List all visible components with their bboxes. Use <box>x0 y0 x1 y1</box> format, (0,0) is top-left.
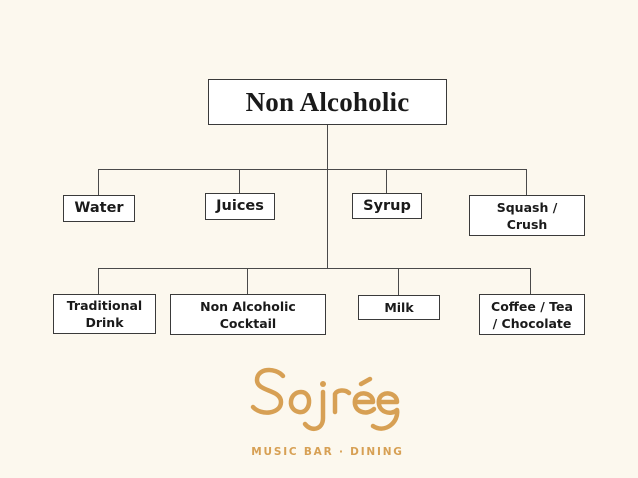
brand-tagline: MUSIC BAR · DINING <box>251 446 404 458</box>
connector-milk <box>398 268 399 295</box>
connector-level-2-bar <box>98 268 531 269</box>
node-coffee-tea-chocolate: Coffee / Tea / Chocolate <box>479 294 585 335</box>
node-non-alcoholic: Non Alcoholic <box>208 79 447 125</box>
node-coffee-tea-chocolate-label: Coffee / Tea / Chocolate <box>491 298 573 331</box>
soiree-logo-mark <box>250 367 400 432</box>
node-non-alcoholic-cocktail-label: Non Alcoholic Cocktail <box>200 298 296 331</box>
connector-squash <box>526 169 527 195</box>
node-squash-crush: Squash / Crush <box>469 195 585 236</box>
node-milk: Milk <box>358 295 440 320</box>
node-non-alcoholic-label: Non Alcoholic <box>245 87 410 117</box>
connector-root-trunk <box>327 124 328 269</box>
connector-coffee <box>530 268 531 294</box>
connector-level-1-bar <box>98 169 526 170</box>
node-milk-label: Milk <box>384 300 414 315</box>
connector-traditional <box>98 268 99 294</box>
node-squash-crush-label: Squash / Crush <box>496 199 558 232</box>
node-traditional-drink-label: Traditional Drink <box>66 298 143 330</box>
node-traditional-drink: Traditional Drink <box>53 294 156 334</box>
node-non-alcoholic-cocktail: Non Alcoholic Cocktail <box>170 294 326 335</box>
connector-cocktail <box>247 268 248 294</box>
connector-water <box>98 169 99 195</box>
node-water-label: Water <box>74 200 124 216</box>
node-syrup-label: Syrup <box>363 197 411 214</box>
soiree-logo: MUSIC BAR · DINING <box>245 362 410 460</box>
node-juices-label: Juices <box>216 198 264 214</box>
connector-juices <box>239 169 240 193</box>
node-syrup: Syrup <box>352 193 422 219</box>
node-juices: Juices <box>205 193 275 220</box>
node-water: Water <box>63 195 135 222</box>
connector-syrup <box>386 169 387 193</box>
